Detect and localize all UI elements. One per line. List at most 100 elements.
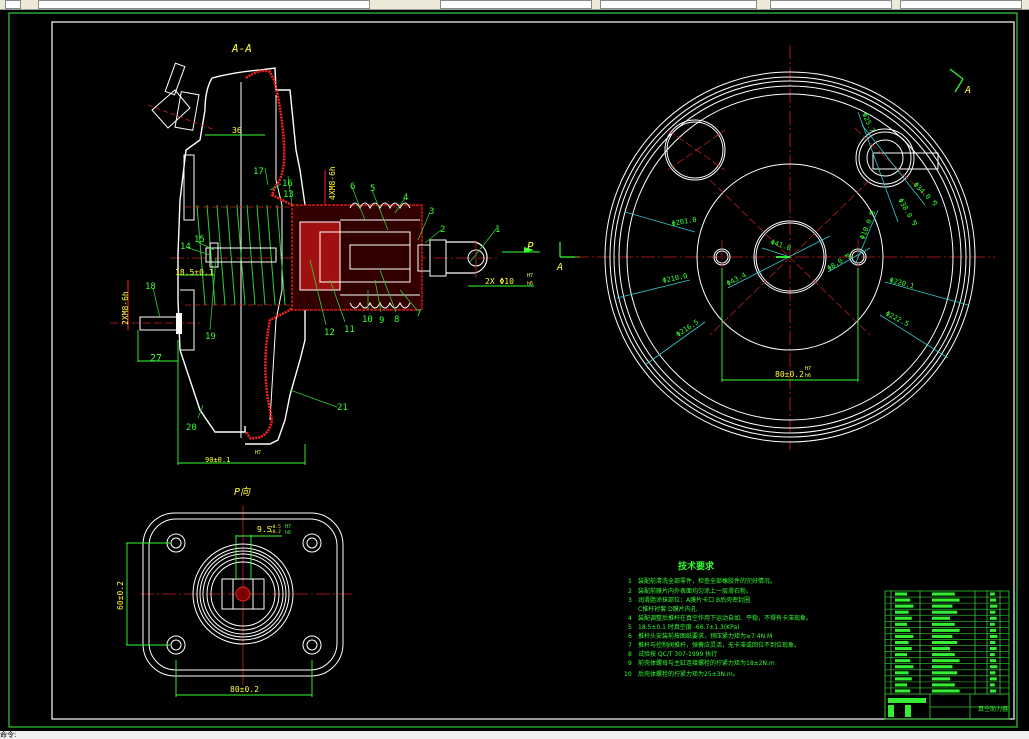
parts-list-cell <box>932 677 950 681</box>
parts-list-cell <box>932 616 950 620</box>
parts-list-cell <box>932 653 955 657</box>
req-num: 2 <box>628 588 632 595</box>
fit-h6-pin: h6 <box>527 281 533 287</box>
req-num: 8 <box>628 651 632 658</box>
linetype-dropdown[interactable] <box>600 0 757 9</box>
req-num: 7 <box>628 642 632 649</box>
balloon-16: 16 <box>282 179 293 189</box>
dim-d43: Φ43.4 <box>725 271 747 288</box>
req-text: 18.5±0.1 时真空度 -66.7±1.3(KPa) <box>638 623 739 631</box>
parts-list-cell <box>932 665 953 669</box>
plotstyle-dropdown[interactable] <box>900 0 1022 9</box>
parts-list-cell <box>990 647 997 651</box>
fit-h6-p: h6 <box>285 530 291 536</box>
parts-list-cell <box>990 598 997 602</box>
drawing-name: 真空助力器 <box>978 705 1008 713</box>
thread-2xm8: 2XM8-6h <box>121 291 130 325</box>
fit-h7-p: H7 <box>285 524 291 530</box>
req-num: 5 <box>628 624 632 631</box>
layer-dropdown[interactable] <box>38 0 370 9</box>
section-view <box>110 62 580 465</box>
outer-frame <box>8 12 1018 728</box>
dim-90: 90±0.1 <box>205 456 230 464</box>
req-text: 装配前清洗全部零件，检查全部橡胶件的完好情况。 <box>638 577 776 585</box>
dim-18-5: 18.5±0.1 <box>175 268 214 277</box>
dim-d8: Φ8.0 ⅋ <box>826 252 853 273</box>
balloon-12: 12 <box>324 328 335 338</box>
title-block: 真空助力器 <box>884 590 1010 720</box>
lineweight-dropdown[interactable] <box>770 0 892 9</box>
balloon-7: 7 <box>416 309 421 319</box>
tol-down: +0.2 <box>270 529 281 535</box>
parts-list-cell <box>895 683 907 687</box>
dim-d210: Φ210.0 <box>662 272 688 285</box>
req-num: 1 <box>628 578 632 585</box>
color-dropdown[interactable] <box>440 0 592 9</box>
section-mark-a-top: A <box>964 85 971 96</box>
fit-h6-front: h6 <box>805 373 811 379</box>
balloon-14: 14 <box>180 242 191 252</box>
dim-p-9-5: 9.5 <box>257 525 272 534</box>
dim-p-80: 80±0.2 <box>230 685 259 694</box>
parts-list-cell <box>990 640 996 645</box>
balloon-21: 21 <box>337 403 348 413</box>
parts-list-cell <box>990 604 998 608</box>
tol-up: +0.5 <box>270 524 281 530</box>
parts-list-cell <box>932 604 953 608</box>
parts-list-cell <box>932 628 960 632</box>
parts-list-cell <box>895 592 907 596</box>
parts-list-cell <box>895 653 907 657</box>
drawing-canvas[interactable]: A-A 36 27 18.5±0.1 90±0.1 H7 2X Φ10 H7 h… <box>0 10 1029 730</box>
tech-req-title: 技术要求 <box>678 560 715 572</box>
fit-h7-90: H7 <box>255 450 261 456</box>
arrow-p-label: P <box>527 240 534 253</box>
parts-list-cell <box>895 604 914 608</box>
parts-list-cell <box>990 634 998 638</box>
balloon-6: 6 <box>350 182 355 192</box>
balloon-9: 9 <box>379 316 384 326</box>
req-num: 9 <box>628 660 632 667</box>
dim-d10: Φ10.0 ⅋ <box>858 209 877 241</box>
balloon-3: 3 <box>429 207 434 217</box>
parts-list-cell <box>895 677 912 681</box>
parts-list-cell <box>895 640 909 645</box>
dim-d25: Φ25.7 <box>860 111 876 133</box>
parts-list-cell <box>895 671 909 675</box>
parts-list-cell <box>895 689 911 693</box>
parts-list-cell <box>895 665 914 669</box>
req-text: 装配前膜片内外表面均匀涂上一层滑石粉。 <box>638 587 752 595</box>
req-num: 6 <box>628 633 632 640</box>
parts-list-cell <box>932 683 955 687</box>
req-text: 推杆头安装前按图纸要求，预压紧力矩为≥7.4N.M <box>638 632 772 640</box>
req-num: 4 <box>628 615 632 622</box>
balloon-10: 10 <box>362 315 373 325</box>
parts-list-cell <box>990 653 995 657</box>
parts-list-cell <box>932 610 958 614</box>
dim-d220: Φ220.1 <box>888 276 915 290</box>
tech-requirements: 技术要求 1 装配前清洗全部零件，检查全部橡胶件的完好情况。 2 装配前膜片内外… <box>624 560 812 678</box>
toolbar-button[interactable] <box>5 0 21 9</box>
dim-36: 36 <box>232 126 242 135</box>
req-text: 后壳体螺栓的拧紧力矩为25±3N.m。 <box>638 670 739 678</box>
parts-list-cell <box>990 683 995 687</box>
dim-d38: Φ38.0 ⅋ <box>896 197 918 228</box>
balloon-2: 2 <box>440 225 445 235</box>
req-text: 试验按 QC/T 307-1999 执行 <box>638 650 717 658</box>
parts-list-cell <box>990 689 997 693</box>
parts-list-cell <box>932 659 960 663</box>
dim-front-80: 80±0.2 <box>775 370 804 379</box>
parts-list-cell <box>990 659 997 663</box>
p-view-title: P向 <box>234 486 251 498</box>
req-num: 3 <box>628 597 632 604</box>
command-line[interactable]: 命令: <box>0 731 1029 739</box>
parts-list-cell <box>990 628 997 632</box>
balloon-15: 15 <box>194 235 205 245</box>
req-text: 装配调整后推杆在真空作用下运动自如、平稳，不得有卡滞现象。 <box>638 614 812 622</box>
p-view <box>126 505 352 697</box>
balloon-8: 8 <box>394 315 399 325</box>
balloon-17: 17 <box>253 167 264 177</box>
balloon-5: 5 <box>370 184 375 194</box>
cad-drawing: A-A 36 27 18.5±0.1 90±0.1 H7 2X Φ10 H7 h… <box>8 12 1018 728</box>
parts-list-cell <box>895 616 912 620</box>
balloon-11: 11 <box>344 325 355 335</box>
